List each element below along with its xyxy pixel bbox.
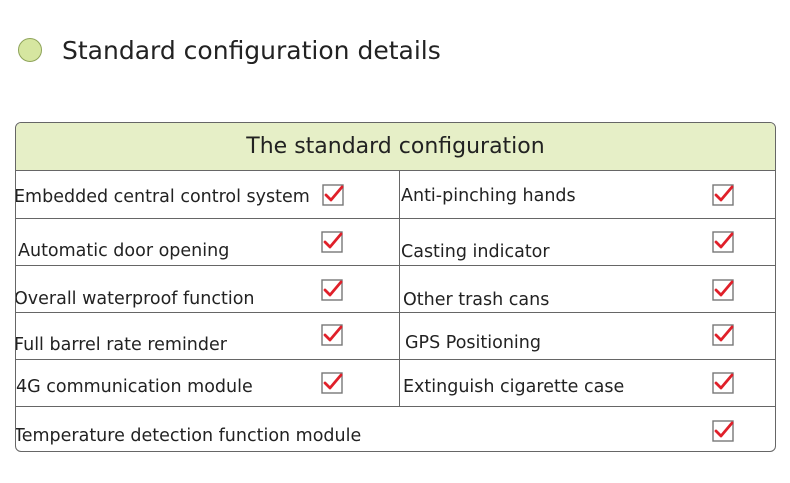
feature-label: Full barrel rate reminder	[15, 335, 227, 355]
checkbox-checked-icon	[321, 324, 343, 346]
checkbox-checked-icon	[321, 372, 343, 394]
checkbox-checked-icon	[712, 231, 734, 253]
row-divider	[16, 359, 775, 360]
feature-label: Temperature detection function module	[15, 426, 362, 446]
row-divider	[16, 218, 775, 219]
feature-label: 4G communication module	[16, 377, 253, 397]
table-title: The standard configuration	[16, 123, 775, 171]
row-divider	[16, 312, 775, 313]
checkbox-checked-icon	[321, 231, 343, 253]
feature-label: Other trash cans	[403, 290, 550, 310]
column-divider	[399, 171, 400, 407]
page-title: Standard configuration details	[62, 35, 441, 65]
checkbox-checked-icon	[712, 372, 734, 394]
row-divider	[16, 265, 775, 266]
feature-label: Anti-pinching hands	[401, 186, 576, 206]
checkbox-checked-icon	[712, 184, 734, 206]
feature-label: Casting indicator	[401, 242, 550, 262]
bullet-circle-icon	[18, 38, 42, 62]
feature-label: Extinguish cigarette case	[403, 377, 625, 397]
checkbox-checked-icon	[321, 279, 343, 301]
feature-label: Automatic door opening	[18, 241, 230, 261]
row-divider	[16, 406, 775, 407]
checkbox-checked-icon	[712, 279, 734, 301]
checkbox-checked-icon	[712, 420, 734, 442]
section-heading: Standard configuration details	[18, 30, 441, 70]
checkbox-checked-icon	[322, 184, 344, 206]
configuration-table: The standard configuration Embedded cent…	[15, 122, 776, 452]
feature-label: Embedded central control system	[15, 187, 310, 207]
feature-label: GPS Positioning	[405, 333, 541, 353]
feature-label: Overall waterproof function	[15, 289, 255, 309]
checkbox-checked-icon	[712, 324, 734, 346]
